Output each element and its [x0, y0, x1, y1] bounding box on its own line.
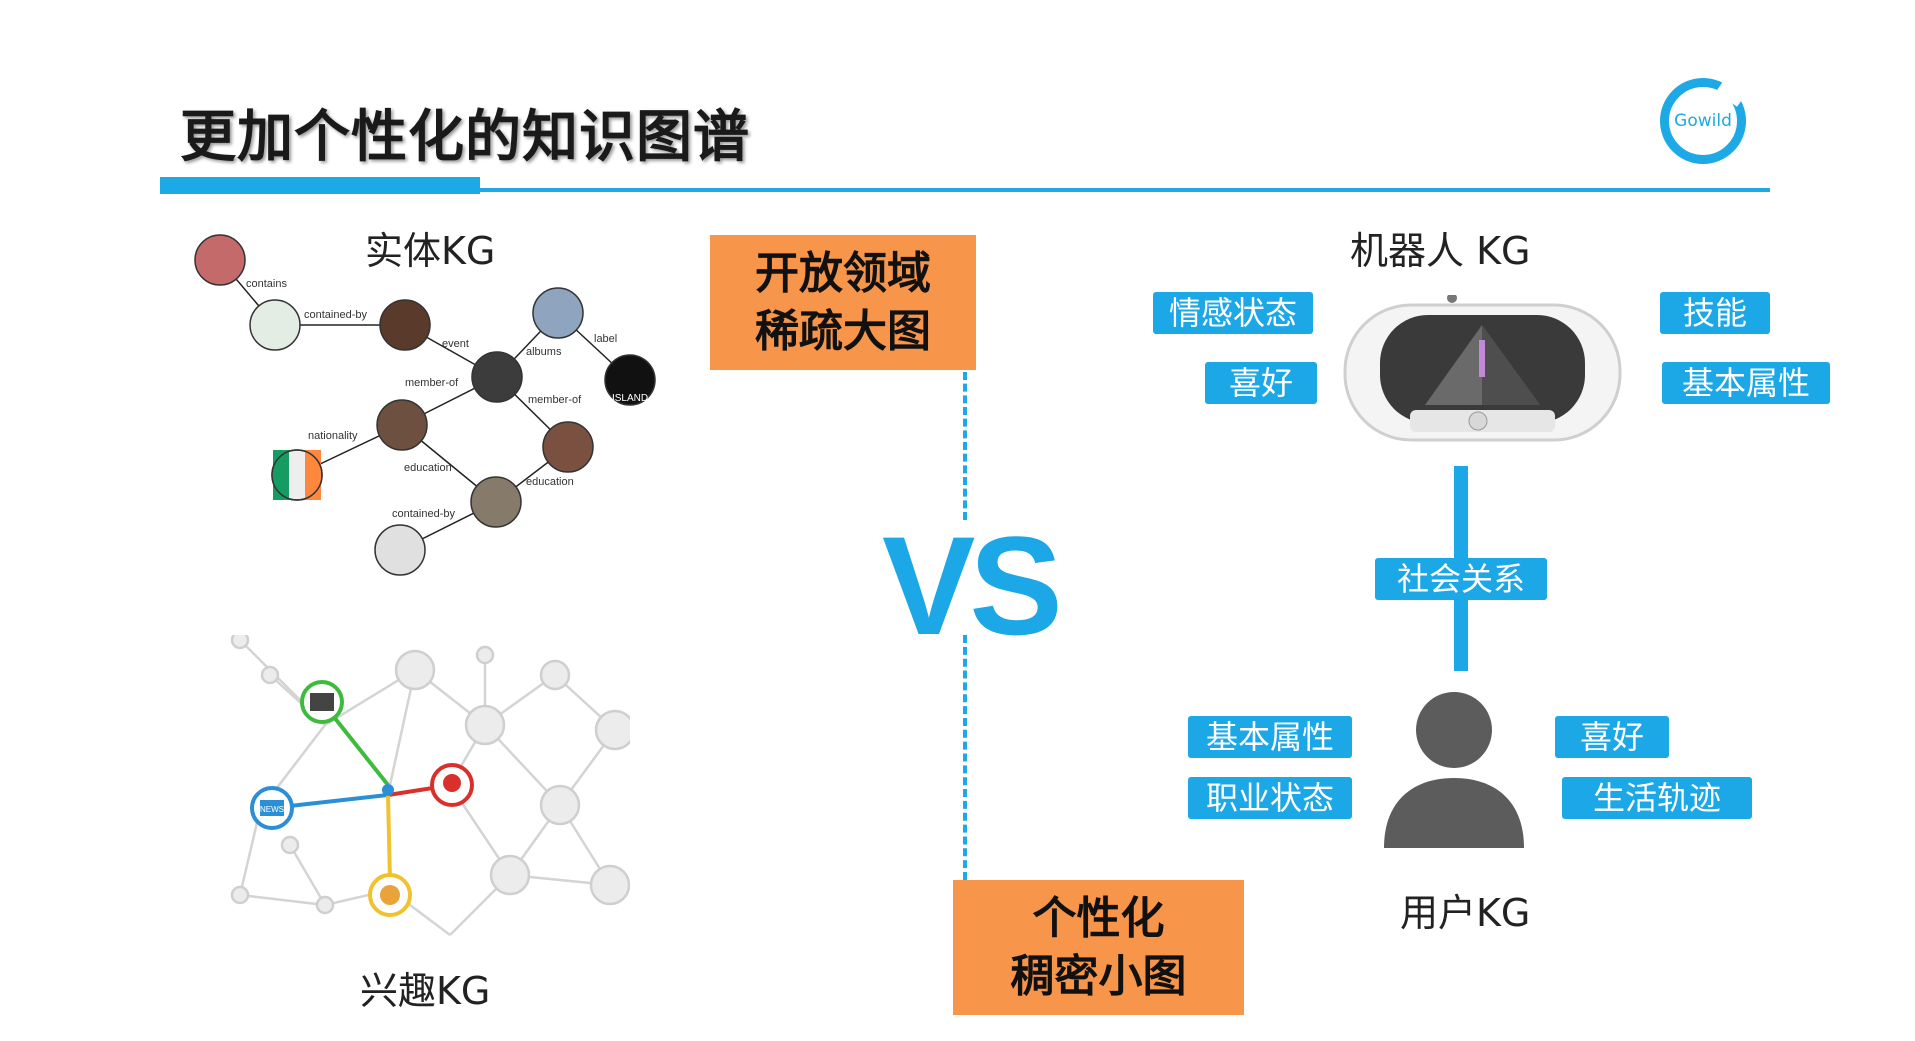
page-title: 更加个性化的知识图谱 [180, 105, 750, 170]
entity-kg-label: 实体KG [365, 229, 496, 273]
title-underline [160, 188, 1770, 192]
node-person2 [542, 421, 594, 473]
node-band [471, 351, 523, 403]
edge-label: event [442, 338, 469, 350]
entity-graph-edge-labels: contains contained-by event albums label… [246, 278, 617, 520]
user-tag-life-trajectory: 生活轨迹 [1562, 777, 1752, 819]
vs-text: VS [882, 507, 1063, 664]
node-landmark [379, 299, 431, 351]
edge-label: education [404, 462, 452, 474]
node-map [249, 299, 301, 351]
interest-graph: NEWS [230, 635, 630, 936]
node-city [194, 234, 246, 286]
node-albums [532, 287, 584, 339]
robot-tag-preference: 喜好 [1205, 362, 1317, 404]
user-tag-career-status: 职业状态 [1188, 777, 1352, 819]
edge-label: contains [246, 278, 287, 290]
robot-tag-skills: 技能 [1660, 292, 1770, 334]
game-character-icon [443, 774, 461, 792]
social-relation-tag: 社会关系 [1375, 558, 1547, 600]
user-person-icon [382, 784, 394, 796]
open-domain-line1: 开放领域 [755, 247, 931, 299]
robot-device-image [1343, 295, 1622, 442]
personal-box: 个性化 稠密小图 [953, 880, 1244, 1015]
divider-bottom [963, 635, 967, 880]
interest-kg-label: 兴趣KG [360, 969, 491, 1013]
open-domain-box: 开放领域 稀疏大图 [710, 235, 976, 370]
personal-line2: 稠密小图 [1010, 950, 1187, 1002]
edge-label: education [526, 476, 574, 488]
robot-kg-label: 机器人 KG [1350, 229, 1531, 273]
edge-label: member-of [528, 394, 582, 406]
island-text: ISLAND [612, 393, 648, 404]
food-icon [380, 885, 400, 905]
personal-line1: 个性化 [1032, 892, 1165, 944]
entity-graph: contains contained-by event albums label… [194, 234, 656, 576]
entity-graph-nodes [194, 234, 656, 576]
news-icon-text: NEWS [260, 805, 284, 814]
node-person1 [376, 399, 428, 451]
newspaper-icon [260, 800, 284, 816]
robot-tag-basic-attributes: 基本属性 [1662, 362, 1830, 404]
clapperboard-icon [310, 693, 334, 711]
edge-label: contained-by [304, 309, 367, 321]
node-school [470, 476, 522, 528]
node-island-label [604, 354, 656, 406]
ireland-flag-stripes [271, 449, 323, 501]
interest-graph-gray-nodes [230, 635, 630, 915]
edge-label: albums [526, 346, 562, 358]
user-icon [1384, 692, 1524, 848]
open-domain-line2: 稀疏大图 [755, 305, 931, 357]
interest-graph-colored-edges [271, 700, 453, 881]
gowild-logo: Gowild [1660, 78, 1746, 164]
user-tag-preference: 喜好 [1555, 716, 1669, 758]
edge-label: contained-by [392, 508, 455, 520]
edge-label: label [594, 333, 617, 345]
edge-label: nationality [308, 430, 358, 442]
user-kg-label: 用户KG [1400, 891, 1531, 935]
robot-tag-emotion-state: 情感状态 [1153, 292, 1313, 334]
logo-text: Gowild [1674, 111, 1732, 131]
node-map2 [374, 524, 426, 576]
user-tag-basic-attributes: 基本属性 [1188, 716, 1352, 758]
edge-label: member-of [405, 377, 459, 389]
divider-top [963, 372, 967, 520]
